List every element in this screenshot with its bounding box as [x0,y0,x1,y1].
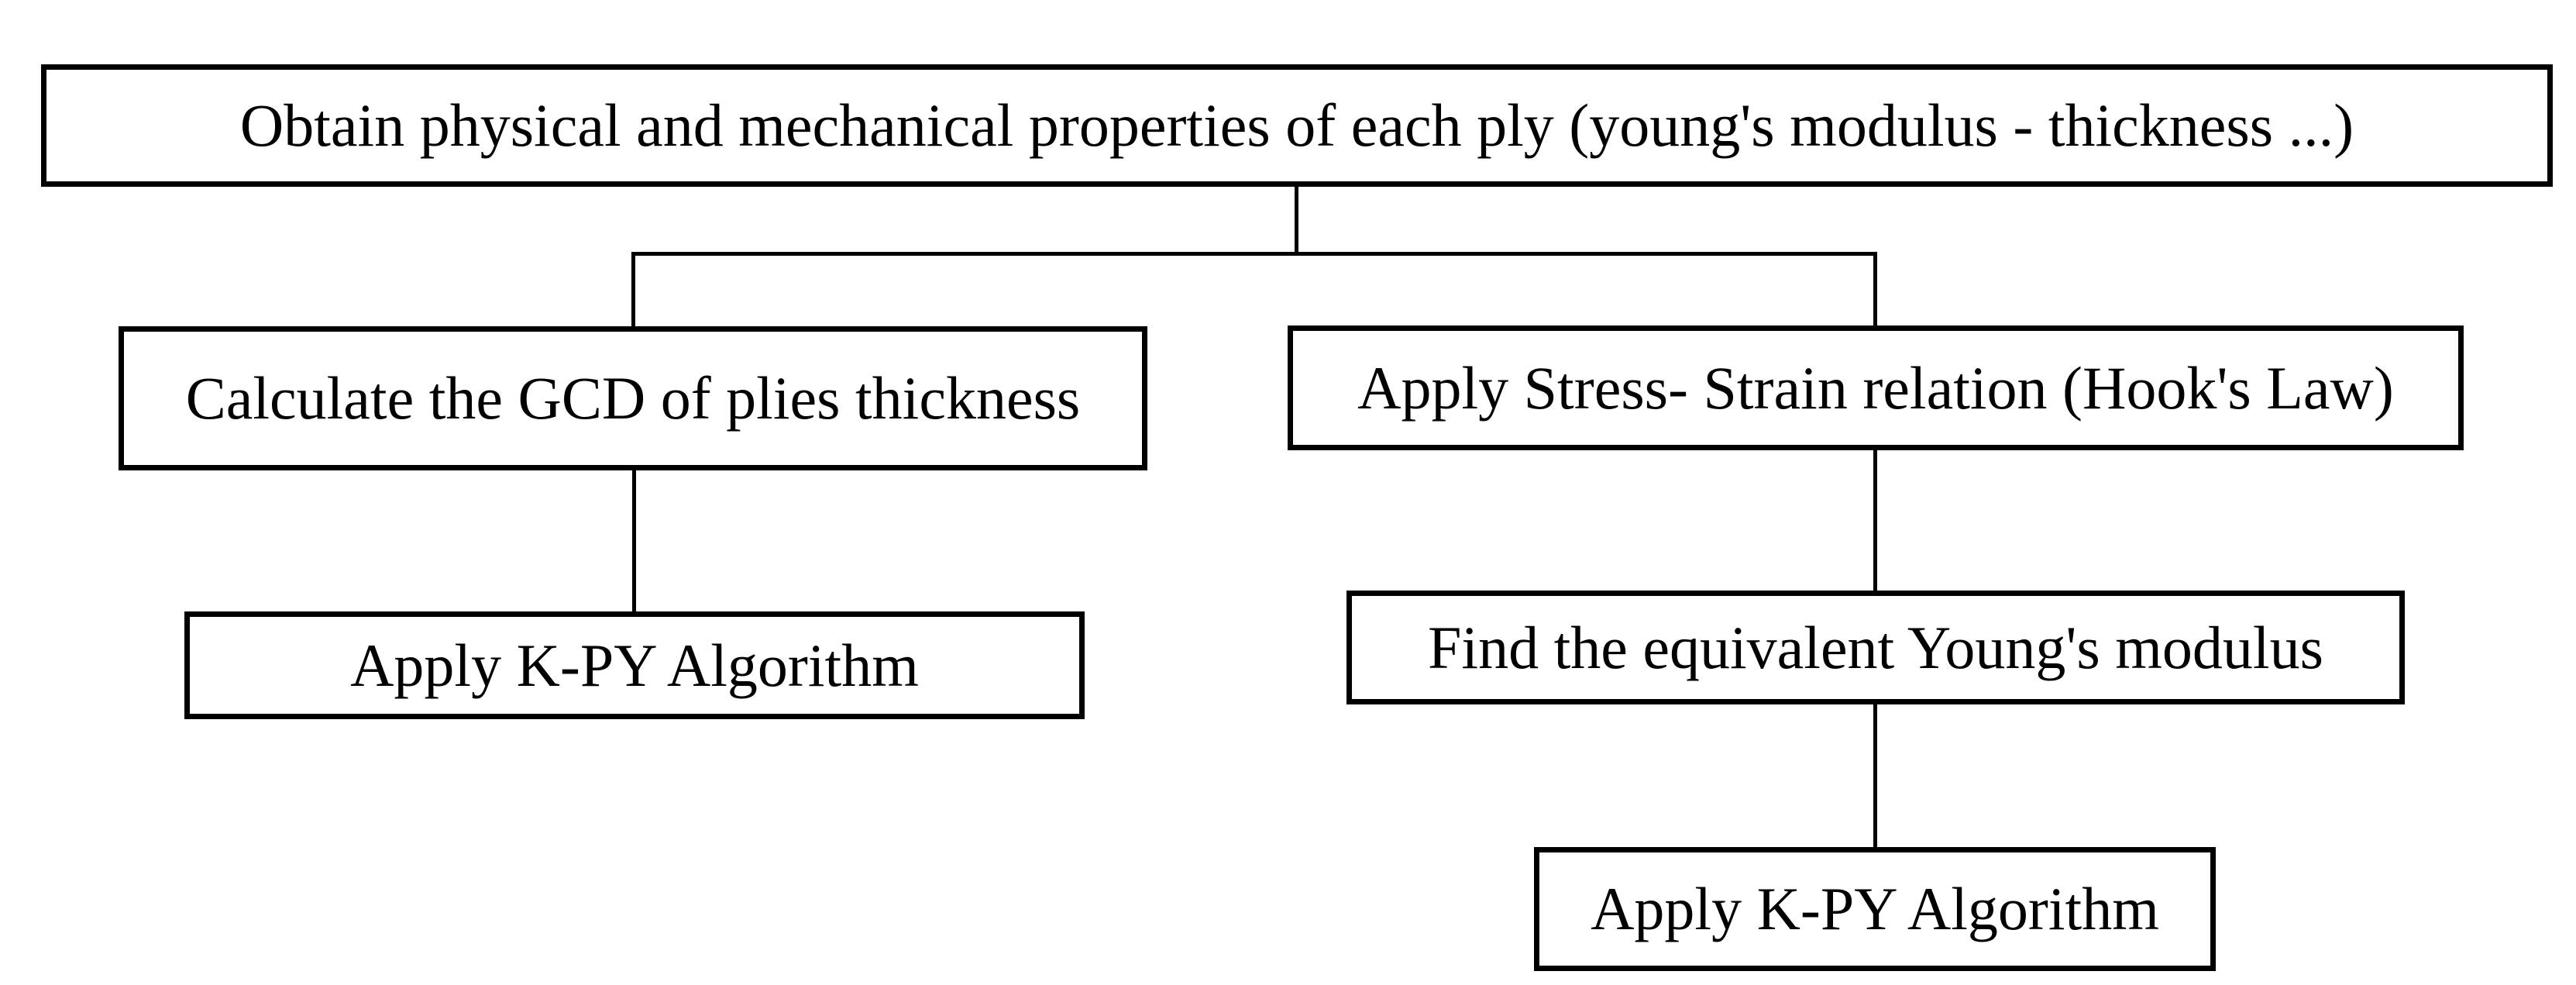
node-stress-strain-relation: Apply Stress- Strain relation (Hook's La… [1288,325,2464,450]
edge-find-young-to-kpy-right [1873,703,1877,849]
edge-stress-strain-to-find-young [1873,449,1877,592]
edge-branch-to-gcd [631,252,635,328]
edge-gcd-to-kpy-left [632,469,636,613]
node-apply-kpy-right: Apply K-PY Algorithm [1534,847,2216,971]
node-obtain-properties: Obtain physical and mechanical propertie… [41,64,2553,187]
node-find-equivalent-youngs-modulus: Find the equivalent Young's modulus [1346,591,2405,704]
edge-root-to-branch-bar [1295,185,1298,255]
edge-branch-to-stress-strain [1873,252,1877,327]
edge-branch-bar [631,252,1877,256]
node-calculate-gcd: Calculate the GCD of plies thickness [119,326,1147,470]
node-apply-kpy-left: Apply K-PY Algorithm [184,611,1085,719]
